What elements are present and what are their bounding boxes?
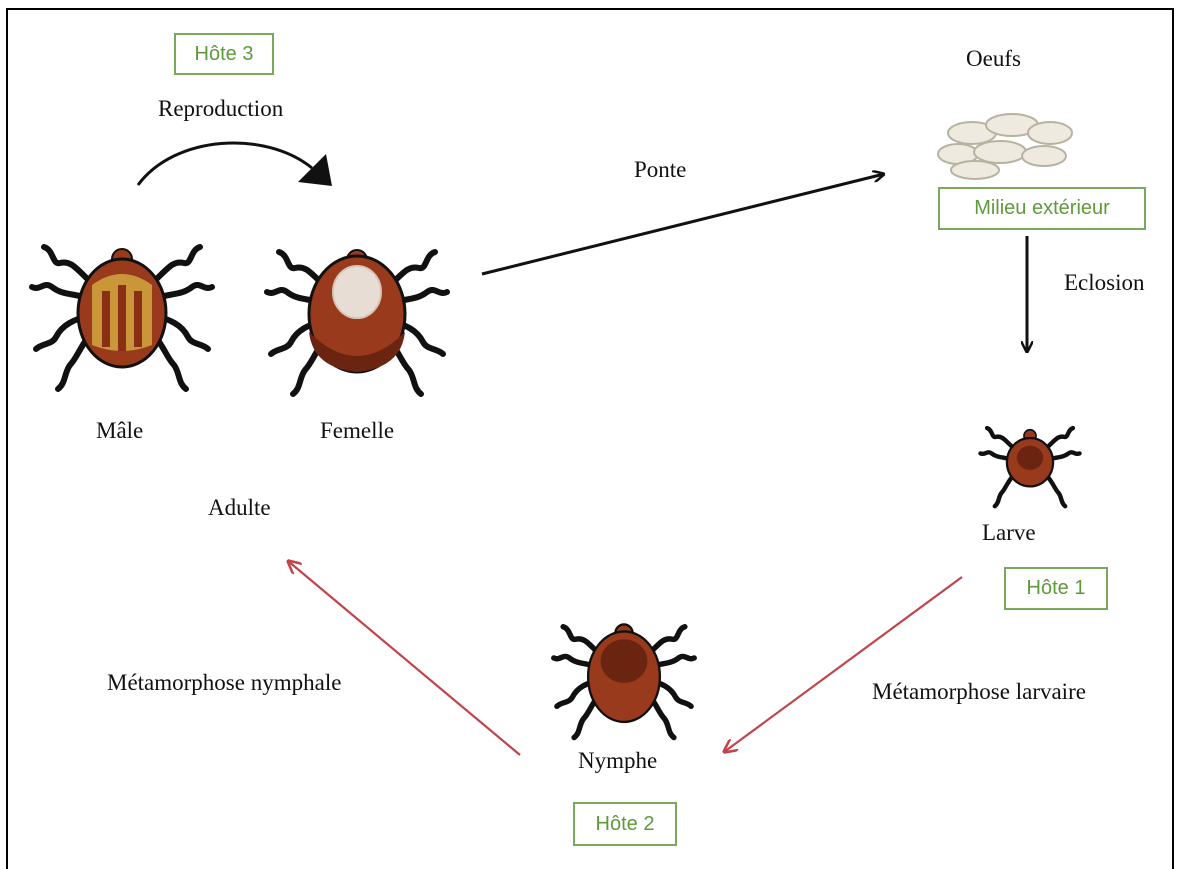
adult-label: Adulte [208,495,271,521]
hatching-label: Eclosion [1064,270,1145,296]
nymph-label: Nymphe [578,748,657,774]
reproduction-label: Reproduction [158,96,283,122]
male-label: Mâle [96,418,143,444]
nymph-tick-illustration [554,624,694,737]
larval-metamorphosis-arrow [724,577,962,752]
larva-label: Larve [982,520,1036,546]
reproduction-arrow [138,143,312,185]
female-label: Femelle [320,418,394,444]
host3-box: Hôte 3 [174,33,274,75]
larval-metamorphosis-label: Métamorphose larvaire [872,679,1086,705]
female-tick-illustration [267,250,447,394]
environment-box: Milieu extérieur [938,187,1146,230]
nymphal-metamorphosis-arrow [288,561,520,755]
eggs-illustration [938,114,1072,179]
male-tick-illustration [32,247,212,389]
eggs-label: Oeufs [966,46,1021,72]
nymphal-metamorphosis-label: Métamorphose nymphale [107,670,341,696]
host2-box: Hôte 2 [573,802,677,846]
host1-box: Hôte 1 [1004,567,1108,610]
laying-arrow [482,174,884,274]
laying-label: Ponte [634,157,686,183]
larva-tick-illustration [981,428,1080,506]
reproduction-arrowhead [298,154,332,186]
